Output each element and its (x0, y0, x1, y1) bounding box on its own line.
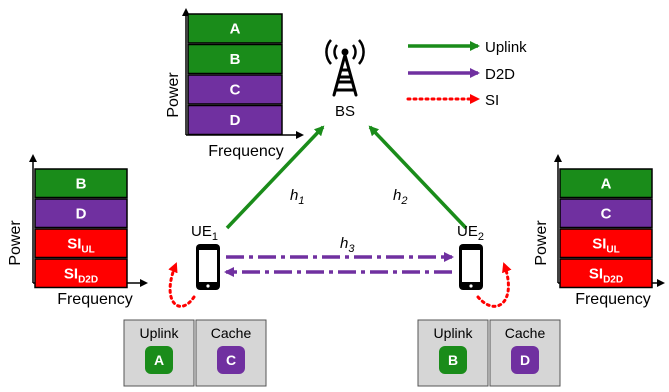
spectrum-ue1-segment-1 (34, 198, 128, 229)
spectrum-ue1: BD SIUL SID2D Power Frequency (7, 154, 148, 308)
ue2-cache-badge (511, 346, 539, 374)
channel-h1-label: h1 (290, 187, 304, 207)
ue2-uplink-item: B (448, 352, 458, 368)
spectrum-ue2-segment-3-label: SID2D (589, 265, 623, 285)
spectrum-ue1-segment-0-label: B (76, 175, 87, 192)
spectrum-ue2: AC SIUL SID2D Power Frequency (533, 154, 665, 308)
ue2-uplink-badge (439, 346, 467, 374)
uplink-arrow-ue2-bs (368, 125, 468, 230)
ue1-uplink-item: A (154, 352, 164, 368)
spectrum-bs-segment-2 (187, 74, 283, 105)
spectrum-bs-ylabel: Power (165, 72, 182, 118)
channel-h2-label: h2 (393, 187, 407, 207)
spectrum-bs-segment-1 (187, 43, 283, 75)
spectrum-bs-segment-2-label: C (230, 82, 241, 99)
channel-h3-label: h3 (340, 235, 355, 255)
spectrum-ue2-xlabel: Frequency (575, 291, 651, 308)
ue2-cache-panel: Uplink B Cache D (417, 319, 561, 387)
spectrum-ue2-segment-2-label: SIUL (592, 235, 620, 255)
spectrum-ue2-segment-2 (559, 228, 653, 259)
ue1-cache-item: C (226, 352, 236, 368)
ue1-cache-title: Cache (211, 325, 252, 341)
spectrum-ue1-segment-2 (34, 228, 128, 259)
ue1-uplink-title: Uplink (140, 325, 180, 341)
ue2-smartphone-icon (459, 244, 483, 290)
ue1-cache-badge (217, 346, 245, 374)
spectrum-ue2-segment-1-label: C (601, 205, 612, 222)
ue2-uplink-title: Uplink (434, 325, 474, 341)
spectrum-ue2-segment-1 (559, 198, 653, 229)
spectrum-ue1-segment-3-label: SID2D (64, 265, 98, 285)
ue1-uplink-badge (145, 346, 173, 374)
spectrum-ue1-segment-1-label: D (76, 205, 87, 222)
spectrum-ue2-segment-3 (559, 258, 653, 289)
legend: Uplink D2D SI (406, 39, 527, 109)
ue1-cache-panel: Uplink A Cache C (123, 319, 267, 387)
spectrum-bs-segment-3-label: D (230, 112, 241, 129)
ue1-label: UE1 (191, 223, 218, 243)
ue1-smartphone-icon (196, 244, 220, 290)
spectrum-ue2-segment-0-label: A (601, 175, 612, 192)
uplink-arrow-ue1-bs (225, 125, 325, 230)
legend-si-label: SI (485, 92, 499, 109)
spectrum-ue1-segment-0 (34, 168, 128, 199)
si-loop-ue2 (476, 262, 512, 308)
spectrum-ue1-segment-2-label: SIUL (67, 235, 95, 255)
spectrum-bs-segment-0 (187, 13, 283, 44)
spectrum-bs-segment-0-label: A (230, 21, 241, 38)
si-loop-ue1 (168, 262, 196, 308)
spectrum-bs-xlabel: Frequency (208, 143, 284, 160)
cell-tower-icon (325, 39, 365, 97)
spectrum-bs-segment-3 (187, 104, 283, 136)
bs-label: BS (335, 103, 355, 120)
spectrum-bs-segment-1-label: B (230, 51, 241, 68)
legend-d2d-label: D2D (485, 66, 515, 83)
spectrum-ue1-segment-3 (34, 258, 128, 289)
legend-uplink-label: Uplink (485, 39, 527, 56)
spectrum-ue1-xlabel: Frequency (57, 291, 133, 308)
ue2-cache-item: D (520, 352, 530, 368)
ue2-cache-title: Cache (505, 325, 546, 341)
spectrum-ue2-segment-0 (559, 168, 653, 199)
spectrum-ue1-ylabel: Power (7, 220, 24, 266)
ue2-label: UE2 (457, 223, 484, 243)
spectrum-ue2-segments: AC SIUL SID2D (559, 168, 653, 289)
spectrum-ue2-ylabel: Power (533, 220, 550, 266)
spectrum-ue1-segments: BD SIUL SID2D (34, 168, 128, 289)
